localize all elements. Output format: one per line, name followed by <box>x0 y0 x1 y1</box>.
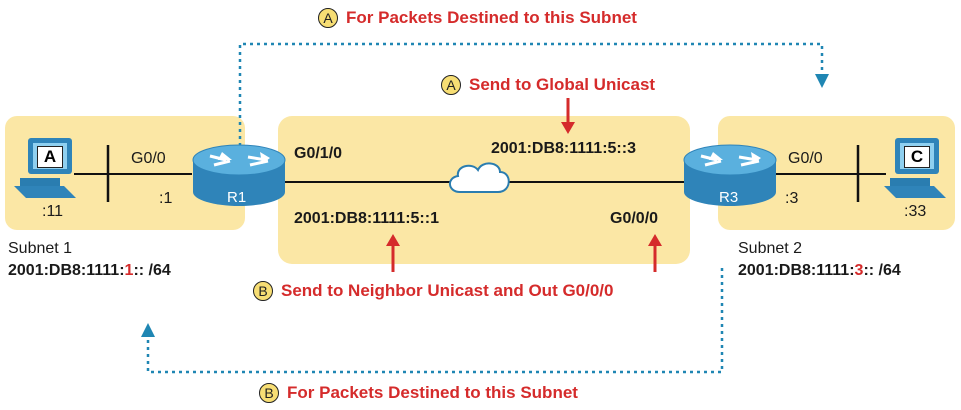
r1-wan-address: 2001:DB8:1111:5::1 <box>294 210 439 227</box>
subnet2-prefix-highlight: 3 <box>854 262 864 279</box>
marker-a: A <box>441 75 461 95</box>
subnet1-prefix: 2001:DB8:1111:1:: /64 <box>8 262 171 280</box>
subnet1-prefix-highlight: 1 <box>124 262 134 279</box>
subnet1-prefix-end: :: /64 <box>133 262 171 279</box>
r1-lan-interface: G0/0 <box>131 150 166 167</box>
pc-a-host-id: :11 <box>42 203 64 220</box>
callout-a-top: A For Packets Destined to this Subnet <box>318 8 637 28</box>
marker-a: A <box>318 8 338 28</box>
path-b-bottom <box>146 268 724 374</box>
r3-wan-interface: G0/0/0 <box>610 210 659 227</box>
r1-wan-interface: G0/1/0 <box>294 145 343 162</box>
path-a-top <box>238 42 824 146</box>
pc-c-badge: C <box>904 146 930 168</box>
subnet2-prefix-end: :: /64 <box>863 262 901 279</box>
marker-b: B <box>259 383 279 403</box>
pc-c-host-id: :33 <box>904 203 927 220</box>
router-r3-name: R3 <box>719 189 739 206</box>
pc-a-badge: A <box>37 146 63 168</box>
cloud-icon <box>449 162 510 193</box>
subnet2-label: Subnet 2 <box>738 240 803 257</box>
global-unicast-arrow <box>561 98 575 134</box>
router-r1-icon <box>192 144 286 206</box>
router-r3-icon <box>683 144 777 206</box>
r3-lan-interface: G0/0 <box>788 150 823 167</box>
neighbor-unicast-arrow <box>386 234 400 272</box>
callout-b-bottom: B For Packets Destined to this Subnet <box>259 383 578 403</box>
out-interface-arrow <box>648 234 662 272</box>
callout-b-neighbor: B Send to Neighbor Unicast and Out G0/0/… <box>253 281 614 301</box>
r3-lan-host-id: :3 <box>785 190 799 207</box>
subnet2-prefix: 2001:DB8:1111:3:: /64 <box>738 262 901 280</box>
subnet1-label: Subnet 1 <box>8 240 73 257</box>
callout-a-top-text: For Packets Destined to this Subnet <box>346 8 637 27</box>
callout-b-neighbor-text: Send to Neighbor Unicast and Out G0/0/0 <box>281 281 614 300</box>
router-r1-name: R1 <box>227 189 247 206</box>
path-a-arrowhead <box>815 74 829 88</box>
path-b-arrowhead <box>141 323 155 337</box>
callout-a-global: A Send to Global Unicast <box>441 75 655 95</box>
subnet1-prefix-start: 2001:DB8:1111: <box>8 262 125 279</box>
r1-lan-host-id: :1 <box>159 190 173 207</box>
r3-wan-address: 2001:DB8:1111:5::3 <box>491 140 636 157</box>
subnet2-prefix-start: 2001:DB8:1111: <box>738 262 855 279</box>
callout-a-global-text: Send to Global Unicast <box>469 75 656 94</box>
marker-b: B <box>253 281 273 301</box>
callout-b-bottom-text: For Packets Destined to this Subnet <box>287 383 578 402</box>
